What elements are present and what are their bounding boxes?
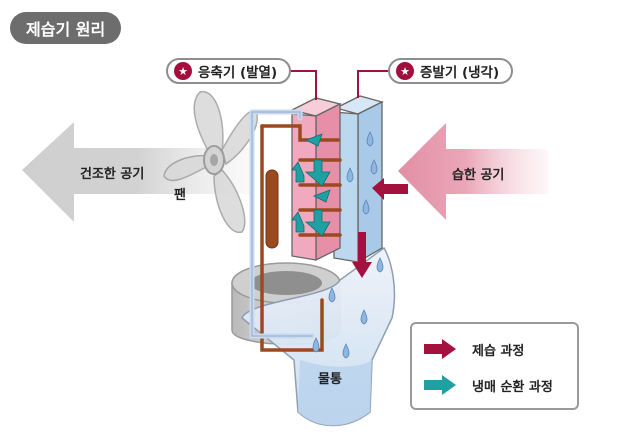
- evaporator-leader-line: [357, 70, 388, 98]
- condenser-tag: ★ 응축기 (발열): [166, 58, 292, 84]
- page-title: 제습기 원리: [10, 12, 122, 44]
- humid-air-arrow: [398, 123, 548, 220]
- water-droplets: [312, 131, 384, 359]
- dry-air-arrow: [22, 122, 252, 222]
- refrigerant-flow-arrows: [291, 133, 331, 237]
- evaporator-tag: ★ 증발기 (냉각): [388, 58, 514, 84]
- humid-air-label: 습한 공기: [452, 168, 505, 183]
- legend-dehumidify-label: 제습 과정: [472, 343, 525, 359]
- legend-refrigerant-label: 냉매 순환 과정: [472, 379, 553, 395]
- dehumidify-flow-arrows: [352, 178, 408, 278]
- water-tank-label: 물통: [318, 372, 342, 387]
- evaporator-label: 증발기 (냉각): [420, 65, 500, 81]
- star-icon: ★: [396, 62, 414, 80]
- page-title-text: 제습기 원리: [26, 20, 106, 39]
- crimson-arrow-icon: [424, 339, 456, 359]
- star-icon: ★: [174, 62, 192, 80]
- teal-arrow-icon: [424, 375, 456, 395]
- legend: 제습 과정 냉매 순환 과정: [410, 322, 579, 410]
- legend-item-dehumidify: 제습 과정: [422, 338, 524, 360]
- water-tank: [241, 246, 396, 427]
- condenser-label: 응축기 (발열): [198, 65, 278, 81]
- condenser-leader-line: [290, 70, 317, 100]
- dry-air-label: 건조한 공기: [80, 167, 145, 182]
- fan-label: 팬: [174, 188, 186, 203]
- legend-item-refrigerant: 냉매 순환 과정: [422, 374, 553, 396]
